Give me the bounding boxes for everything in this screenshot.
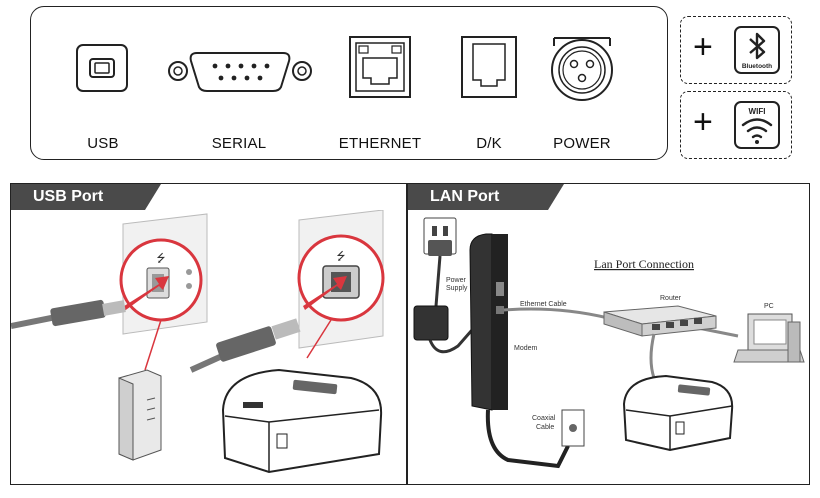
ports-panel: USB SERIAL ETHERNET D/K POWER (30, 6, 668, 160)
port-label-ethernet: ETHERNET (338, 135, 422, 152)
bluetooth-label: Bluetooth (742, 63, 772, 70)
port-label-power: POWER (553, 135, 611, 152)
plus-sign: + (693, 103, 713, 141)
lan-port-section: LAN Port Lan Port Connection Power Suppl… (407, 183, 810, 485)
router-label: Router (660, 295, 682, 302)
power-supply-label-1: Power (446, 277, 467, 284)
dk-port-icon (461, 36, 517, 98)
usb-port-section: USB Port ⭍ ⭍ (10, 183, 407, 485)
power-port-icon (551, 37, 613, 101)
lan-diagram-title: Lan Port Connection (594, 257, 694, 271)
power-supply-label-2: Supply (446, 285, 468, 292)
wifi-label: WIFI (749, 107, 766, 116)
bluetooth-addon: + Bluetooth (680, 16, 792, 84)
coaxial-cable-label-1: Coaxial (532, 415, 556, 422)
usb-connection-illustration: ⭍ ⭍ (11, 210, 385, 474)
coaxial-cable-label-2: Cable (536, 424, 554, 431)
lan-section-title: LAN Port (408, 184, 564, 210)
bluetooth-icon: Bluetooth (734, 26, 780, 74)
wifi-addon: + WIFI (680, 91, 792, 159)
svg-text:⭍: ⭍ (156, 252, 165, 265)
modem-label: Modem (514, 345, 538, 352)
plus-sign: + (693, 28, 713, 66)
serial-port-icon (168, 52, 312, 92)
usb-port-icon (76, 44, 128, 92)
port-label-usb: USB (87, 135, 119, 152)
port-label-dk: D/K (476, 135, 502, 152)
lan-connection-illustration: Lan Port Connection Power Supply Modem E… (413, 217, 805, 469)
ethernet-port-icon (349, 36, 411, 98)
pc-label: PC (764, 303, 774, 310)
wifi-icon: WIFI (734, 101, 780, 149)
usb-section-title: USB Port (11, 184, 161, 210)
ethernet-cable-label: Ethernet Cable (520, 301, 567, 308)
port-label-serial: SERIAL (211, 135, 267, 152)
svg-text:⭍: ⭍ (336, 250, 345, 263)
